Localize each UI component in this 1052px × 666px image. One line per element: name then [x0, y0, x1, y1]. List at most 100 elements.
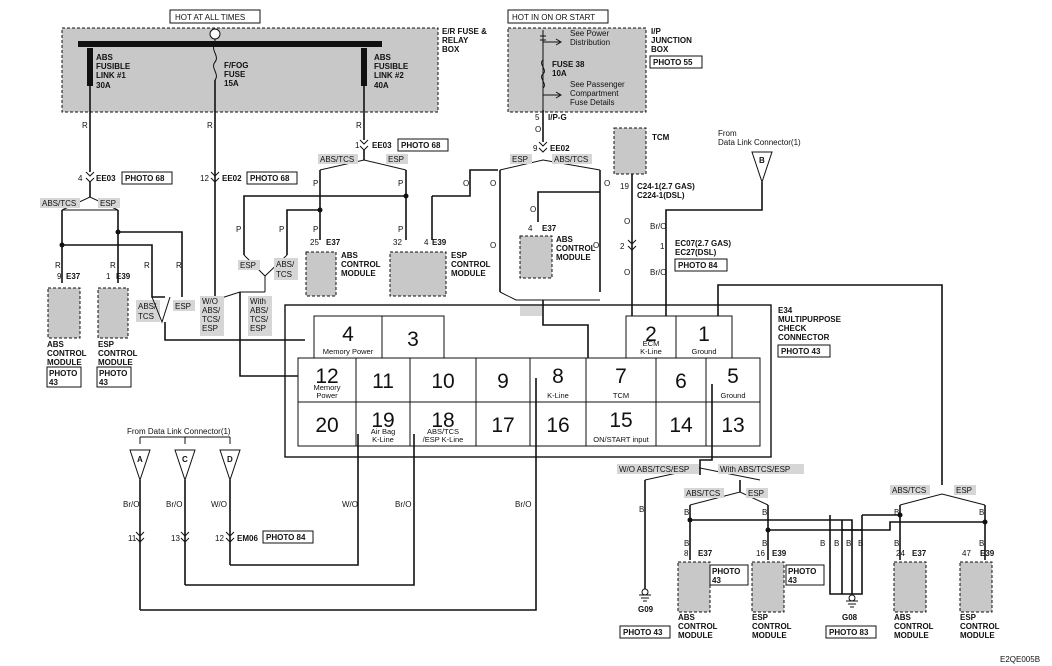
fr-abs-module — [893, 561, 927, 613]
dlc-pin-number-17: 17 — [491, 414, 514, 437]
ffog-line0: F/FOG — [224, 61, 248, 70]
mid-abs-mod2: MODULE — [341, 269, 376, 278]
ec07-line0: EC07(2.7 GAS) — [675, 239, 731, 248]
dlc-pin-number-6: 6 — [675, 370, 687, 393]
right-abs-mod2: MODULE — [556, 253, 591, 262]
abs-link1-line0: ABS — [96, 53, 114, 62]
br-e37-name: E37 — [698, 549, 713, 558]
mid-abs-slash0: ABS/ — [276, 260, 295, 269]
fr-e37-pin: 24 — [896, 549, 905, 558]
wire-r-5: R — [110, 261, 116, 270]
dlc-pin-number-11: 11 — [372, 370, 394, 393]
dlc-pin-desc-7: TCM — [613, 391, 629, 400]
mid-e39-pin: 32 — [393, 238, 402, 247]
wire-o-7: O — [530, 205, 536, 214]
dlc-letter-a: A — [137, 455, 143, 464]
fr-esp-module — [959, 561, 993, 613]
dlc-pin-number-9: 9 — [497, 370, 509, 393]
ee03-right-name: EE03 — [372, 141, 392, 150]
er-box-title0: E/R FUSE & — [442, 27, 487, 36]
g09-label: G09 — [638, 605, 654, 614]
dlc-pin-number-2: 2 — [645, 323, 657, 346]
br-abs-module — [677, 561, 711, 613]
left-esp-opt: ESP — [100, 199, 116, 208]
dlc-pin-number-8: 8 — [552, 365, 564, 388]
ip-box-title1: JUNCTION — [651, 36, 692, 45]
mid-esp-opt2: ESP — [240, 261, 256, 270]
ee03-right-photo: PHOTO 68 — [401, 141, 441, 150]
br-e37-pin: 8 — [684, 549, 689, 558]
fr-esp-opt: ESP — [956, 486, 972, 495]
ip-photo55: PHOTO 55 — [653, 58, 693, 67]
dlc-pin-cell-18 — [409, 401, 477, 447]
left-abs-slash1: TCS — [138, 312, 154, 321]
ec07-line1: EC27(DSL) — [675, 248, 717, 257]
br-abs-mod1: CONTROL — [678, 622, 718, 631]
ffog-line2: 15A — [224, 79, 239, 88]
dlc-pin-cell-1 — [675, 315, 733, 359]
br-esp-mod2: MODULE — [752, 631, 787, 640]
mid-abs-slash1: TCS — [276, 270, 292, 279]
wire-p-4: P — [279, 225, 284, 234]
from-dlc-top0: From — [718, 129, 737, 138]
wire-r-7: R — [176, 261, 182, 270]
dlc-pin-desc-15: ON/START input — [593, 435, 649, 444]
mid-abs-mod0: ABS — [341, 251, 359, 260]
dlc-pin-cell-6 — [655, 357, 707, 403]
er-box-title2: BOX — [442, 45, 460, 54]
dlc-pin-desc-19: Air Bag — [371, 427, 396, 436]
left-esp-mod0: ESP — [98, 340, 115, 349]
wire-o-5: O — [490, 241, 496, 250]
from-dlc-bottom: From Data Link Connector(1) — [127, 427, 231, 436]
figure-id: E2QE005B — [1000, 655, 1040, 664]
dlc-pin-number-5: 5 — [727, 365, 739, 388]
wire-o-4: O — [604, 179, 610, 188]
wo-abs0: W/O — [202, 297, 218, 306]
mid-esp-opt: ESP — [388, 155, 404, 164]
abs-link2-line3: 40A — [374, 81, 389, 90]
ee03-left-photo: PHOTO 68 — [125, 174, 165, 183]
left-esp-photo0: PHOTO — [99, 369, 127, 378]
right-esp-opt: ESP — [512, 155, 528, 164]
c24-line1: C224-1(DSL) — [637, 191, 685, 200]
right-e37-pin: 4 — [528, 224, 533, 233]
wire-o-3: O — [490, 179, 496, 188]
dlc-pin-desc-18: ABS/TCS — [427, 427, 459, 436]
ip-fuse1: 10A — [552, 69, 567, 78]
mid-esp-mod0: ESP — [451, 251, 468, 260]
dlc-photo: PHOTO 43 — [781, 347, 821, 356]
right-abs-mod0: ABS — [556, 235, 574, 244]
ee03-left-name: EE03 — [96, 174, 116, 183]
wire-p-2: P — [398, 179, 403, 188]
g08-label: G08 — [842, 613, 858, 622]
left-abs-mod1: CONTROL — [47, 349, 87, 358]
dlc-pin-desc-8: K-Line — [547, 391, 569, 400]
dlc-pin-cell-13 — [705, 401, 761, 447]
left-esp-mod1: CONTROL — [98, 349, 138, 358]
wo-abs1: ABS/ — [202, 306, 221, 315]
with-abs1: ABS/ — [250, 306, 269, 315]
right-e37-name: E37 — [542, 224, 557, 233]
wire-b-10: B — [894, 508, 899, 517]
with-abs2: TCS/ — [250, 315, 269, 324]
dlc-pin-cell-20 — [297, 401, 357, 447]
mid-esp-mod2: MODULE — [451, 269, 486, 278]
dlc-pin-cell-9 — [475, 357, 531, 403]
mid-e37-pin: 25 — [310, 238, 319, 247]
dlc-pin-desc-2: K-Line — [640, 347, 662, 356]
abs-link1-line2: LINK #1 — [96, 71, 126, 80]
fr-e39-name: E39 — [980, 549, 995, 558]
wire-o-1: O — [535, 125, 541, 134]
dlc-letter-d: D — [227, 455, 233, 464]
wire-b-11: B — [979, 508, 984, 517]
dlc-title2: CHECK — [778, 324, 807, 333]
mid-abs-mod1: CONTROL — [341, 260, 381, 269]
fr-e37-name: E37 — [912, 549, 927, 558]
em06-pin0: 11 — [128, 534, 137, 543]
left-abs-mod0: ABS — [47, 340, 65, 349]
er-box-title1: RELAY — [442, 36, 469, 45]
ip-box-title0: I/P — [651, 27, 661, 36]
wire-wo-1: W/O — [211, 500, 227, 509]
dlc-pin-cell-5 — [705, 357, 761, 403]
